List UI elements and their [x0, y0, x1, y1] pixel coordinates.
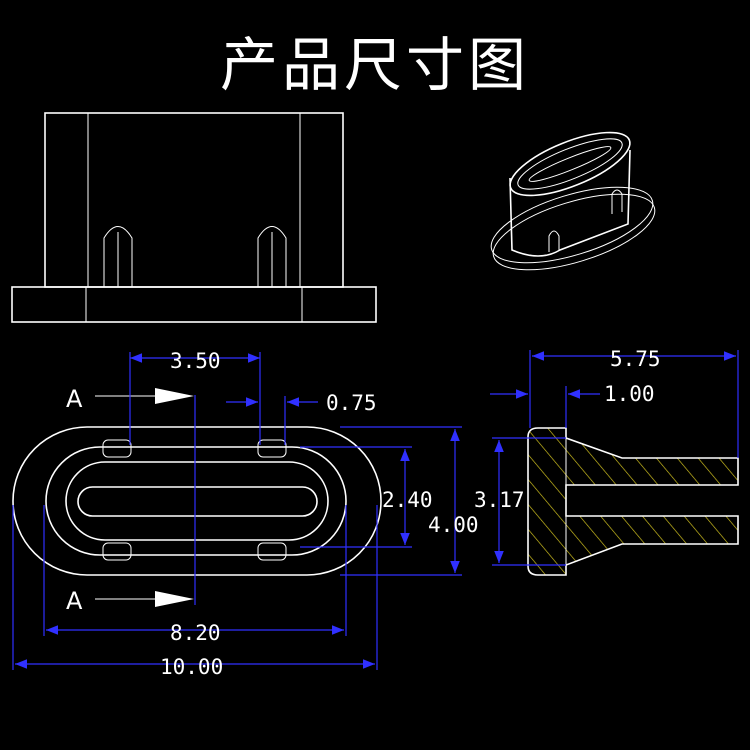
section-view: 5.75 1.00 3.17 — [474, 347, 739, 576]
iso-top-outer — [509, 131, 631, 197]
iso-top-inner — [517, 138, 623, 190]
dim-inner-w-label: 8.20 — [170, 621, 221, 645]
iso-rib-side — [611, 189, 623, 214]
bottom-slot-outer — [65, 461, 329, 541]
iso-flange-top — [490, 186, 654, 264]
dim-inner-h-label: 2.40 — [382, 488, 433, 512]
dim-outer-h-label: 4.00 — [428, 513, 479, 537]
section-arrow-top-head — [155, 388, 194, 404]
bottom-slot-inner — [77, 486, 318, 517]
front-rib-right — [257, 226, 287, 287]
section-body-hatched — [527, 427, 739, 576]
section-label-top: A — [66, 385, 83, 413]
bottom-inner-outline — [45, 446, 347, 556]
bottom-rib-br — [257, 542, 287, 561]
dim-outer-w-label: 10.00 — [160, 655, 223, 679]
front-view — [11, 112, 377, 323]
iso-rib-front — [548, 230, 560, 252]
front-body — [44, 112, 344, 288]
front-flange — [11, 286, 377, 323]
iso-slot — [528, 146, 612, 182]
iso-flange-bottom — [492, 193, 656, 271]
dim-pitch-label: 3.50 — [170, 349, 221, 373]
dim-body-h-label: 3.17 — [474, 488, 525, 512]
dim-slot-label: 0.75 — [326, 391, 377, 415]
iso-view — [490, 131, 656, 271]
bottom-outer-outline — [12, 426, 382, 576]
bottom-view: A A 3.50 0.75 2.40 4.00 8.20 10.00 — [12, 349, 479, 679]
bottom-rib-tl — [102, 439, 132, 458]
dim-flange-label: 1.00 — [604, 382, 655, 406]
section-arrow-bottom-head — [155, 591, 194, 607]
front-rib-left — [103, 226, 133, 287]
bottom-rib-bl — [102, 542, 132, 561]
page-title: 产品尺寸图 — [219, 31, 530, 99]
iso-body — [509, 149, 631, 257]
bottom-rib-tr — [257, 439, 287, 458]
section-label-bottom: A — [66, 587, 83, 615]
dim-length-label: 5.75 — [610, 347, 661, 371]
